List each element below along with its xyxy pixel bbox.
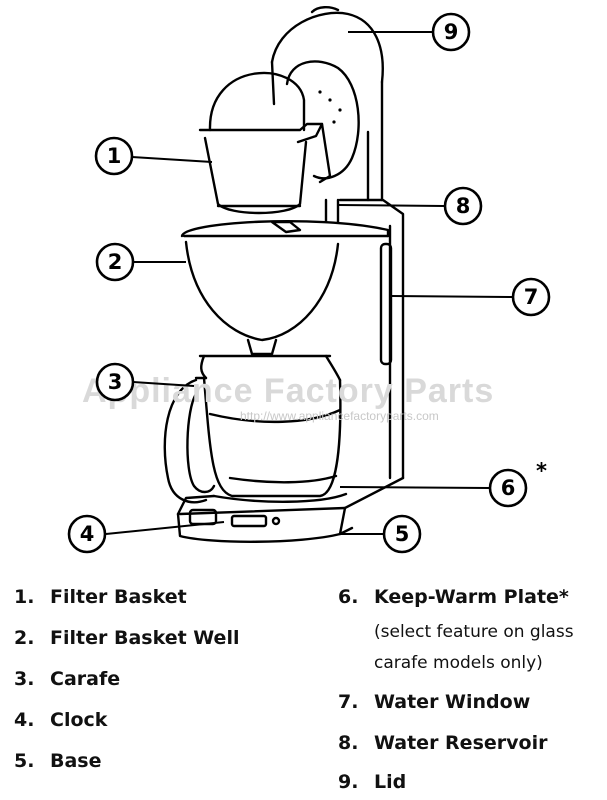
carafe-shape xyxy=(163,354,342,504)
callout-number-6: 6 xyxy=(501,476,516,500)
legend-item-8: 8. Water Reservoir xyxy=(338,732,547,754)
watermark-text: Appliance Factory Parts xyxy=(82,372,494,410)
legend-number: 5. xyxy=(14,750,35,772)
base-shape xyxy=(176,476,405,543)
legend-number: 3. xyxy=(14,668,35,690)
callout-circle-4 xyxy=(67,514,107,554)
callout-circle-6 xyxy=(488,468,528,508)
callout-number-1: 1 xyxy=(107,144,122,168)
leader-line-7 xyxy=(391,295,513,298)
water-window-shape xyxy=(379,242,393,366)
callout-number-3: 3 xyxy=(108,370,123,394)
callout-number-7: 7 xyxy=(524,285,539,309)
legend-item-4: 4. Clock xyxy=(14,709,107,731)
filter-basket-well-shape xyxy=(180,219,390,356)
legend-number: 9. xyxy=(338,771,359,793)
legend-number: 7. xyxy=(338,691,359,713)
leader-line-8 xyxy=(337,204,445,207)
leader-line-3 xyxy=(132,381,195,387)
callout-circle-8 xyxy=(443,186,483,226)
legend-note-line-2: carafe models only) xyxy=(374,653,543,673)
callout-number-4: 4 xyxy=(80,522,95,546)
legend-item-2: 2. Filter Basket Well xyxy=(14,627,239,649)
lid-shape xyxy=(270,6,384,180)
filter-basket-shape xyxy=(198,71,332,215)
legend-number: 1. xyxy=(14,586,35,608)
callout-circle-5 xyxy=(382,514,422,554)
legend-label: Keep-Warm Plate* xyxy=(374,586,569,608)
legend-label: Filter Basket Well xyxy=(50,627,240,649)
legend-item-9: 9. Lid xyxy=(338,771,406,793)
legend-item-7: 7. Water Window xyxy=(338,691,530,713)
leader-line-1 xyxy=(131,156,213,163)
legend-label: Filter Basket xyxy=(50,586,187,608)
leader-line-6 xyxy=(339,486,490,489)
callout-number-5: 5 xyxy=(395,522,410,546)
legend-label: Water Window xyxy=(374,691,531,713)
legend-label: Base xyxy=(50,750,102,772)
legend-label: Clock xyxy=(50,709,108,731)
callout-circle-3 xyxy=(95,362,135,402)
legend-item-3: 3. Carafe xyxy=(14,668,120,690)
callout-circle-7 xyxy=(511,277,551,317)
legend-number: 8. xyxy=(338,732,359,754)
legend-number: 2. xyxy=(14,627,35,649)
legend-item-6: 6. Keep-Warm Plate* xyxy=(338,586,569,608)
clock-shape xyxy=(188,508,281,528)
legend-number: 6. xyxy=(338,586,359,608)
legend-label: Lid xyxy=(374,771,407,793)
callout-asterisk: * xyxy=(536,459,547,483)
coffee-maker-diagram: Appliance Factory Parts http://www.appli… xyxy=(67,6,551,554)
legend-item-1: 1. Filter Basket xyxy=(14,586,187,608)
legend-note-line-1: (select feature on glass xyxy=(374,622,574,642)
legend-number: 4. xyxy=(14,709,35,731)
callout-number-8: 8 xyxy=(456,194,471,218)
watermark-url: http://www.appliancefactoryparts.com xyxy=(240,409,439,423)
callout-number-9: 9 xyxy=(444,20,459,44)
legend-item-5: 5. Base xyxy=(14,750,102,772)
callout-circle-2 xyxy=(95,242,135,282)
leader-line-4 xyxy=(105,521,225,535)
callout-circle-9 xyxy=(431,12,471,52)
callout-number-2: 2 xyxy=(108,250,123,274)
callout-circle-1 xyxy=(94,136,134,176)
keep-warm-plate-shape xyxy=(212,492,348,503)
legend-label: Water Reservoir xyxy=(374,732,548,754)
legend-label: Carafe xyxy=(50,668,121,690)
